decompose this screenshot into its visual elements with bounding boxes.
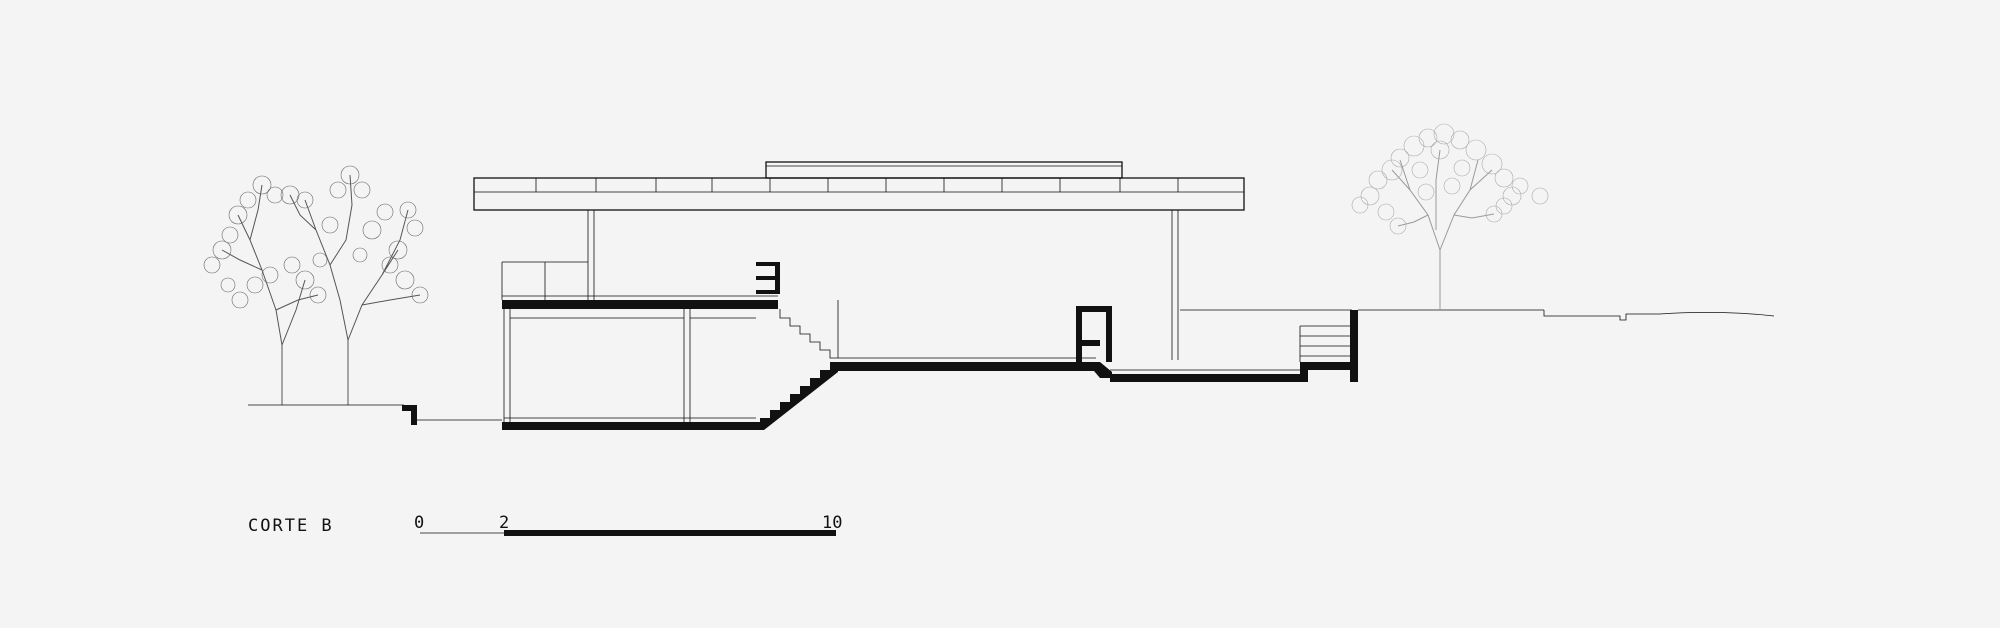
scale-label-10: 10 (822, 513, 842, 533)
scale-label-0: 0 (414, 513, 424, 533)
retaining-wall (1299, 309, 1775, 382)
lower-volume (501, 261, 780, 430)
drawing-title: CORTE B (248, 516, 334, 536)
ground-left (248, 404, 502, 425)
main-floor (834, 306, 1352, 382)
roof (473, 161, 1245, 211)
right-tree (1351, 123, 1549, 310)
scale-label-2: 2 (499, 513, 509, 533)
left-trees (203, 165, 429, 405)
stair (754, 300, 839, 430)
columns (587, 210, 1179, 360)
scale-bar: 0 2 10 (414, 513, 842, 536)
